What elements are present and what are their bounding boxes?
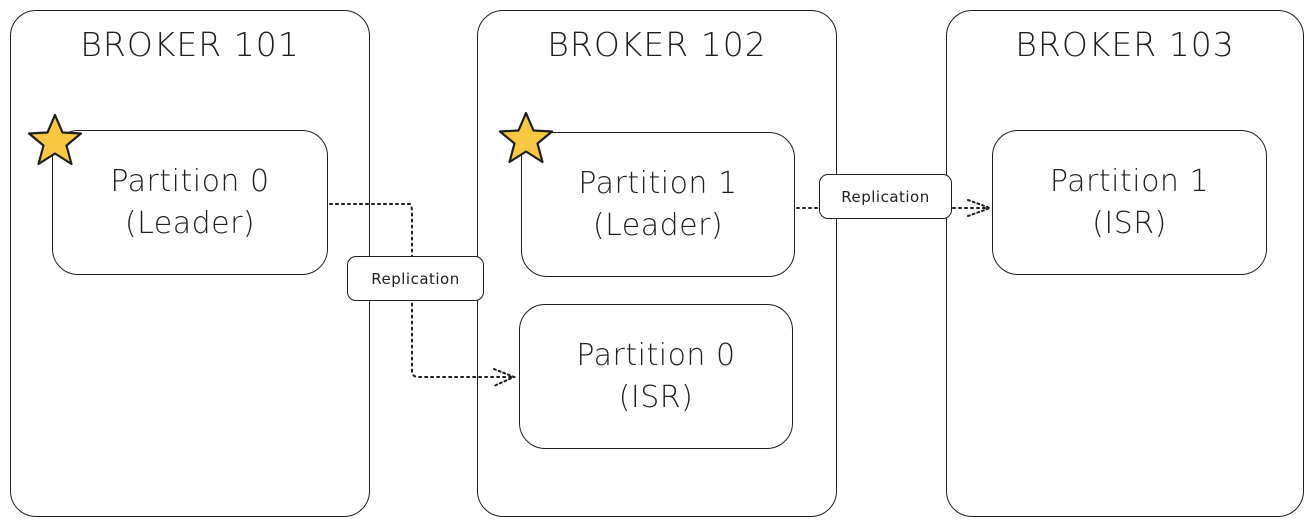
partition-1-leader: Partition 1 (Leader) — [521, 132, 795, 277]
leader-star-icon — [498, 111, 554, 164]
replication-label-partition-0: Replication — [347, 256, 484, 301]
replication-label-partition-1: Replication — [819, 174, 952, 219]
partition-0-leader-role: (Leader) — [124, 205, 256, 241]
partition-0-isr-role: (ISR) — [618, 379, 694, 415]
broker-102-title: BROKER 102 — [547, 25, 767, 64]
broker-103-title: BROKER 103 — [1015, 25, 1235, 64]
leader-star-icon — [27, 113, 83, 166]
partition-1-isr: Partition 1 (ISR) — [992, 130, 1267, 275]
partition-1-leader-name: Partition 1 — [578, 165, 738, 201]
partition-0-isr-name: Partition 0 — [576, 337, 736, 373]
partition-1-isr-name: Partition 1 — [1049, 163, 1210, 199]
partition-0-isr: Partition 0 (ISR) — [519, 304, 793, 449]
partition-0-leader-name: Partition 0 — [110, 163, 270, 199]
broker-101-title: BROKER 101 — [80, 25, 300, 64]
partition-0-leader: Partition 0 (Leader) — [52, 130, 328, 275]
partition-1-leader-role: (Leader) — [592, 207, 724, 243]
partition-1-isr-role: (ISR) — [1092, 205, 1167, 241]
